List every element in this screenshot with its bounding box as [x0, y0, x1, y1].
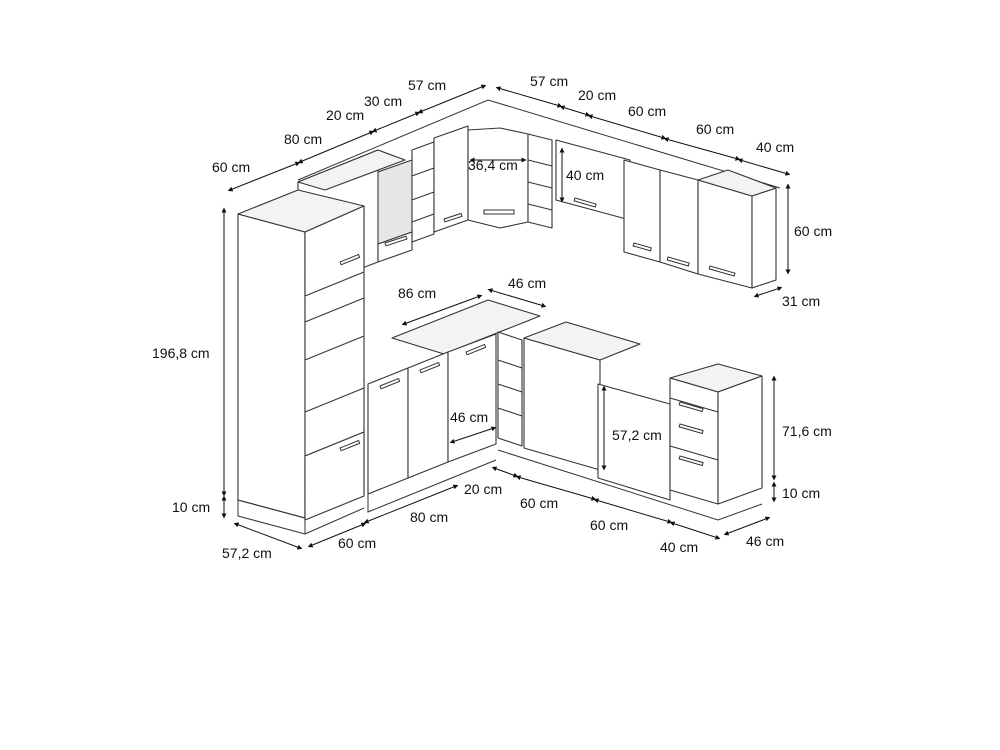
dim-label-wall-depth: 31 cm [782, 293, 820, 309]
dim-label-tall-depth: 57,2 cm [222, 545, 272, 561]
dim-label-bottom-20: 20 cm [464, 481, 502, 497]
dim-label-bottom-60: 60 cm [338, 535, 376, 551]
dim-label-base-86: 86 cm [398, 285, 436, 301]
dim-label-wall-height: 60 cm [794, 223, 832, 239]
dim-label-base-46: 46 cm [508, 275, 546, 291]
dim-label-bottom-46: 46 cm [746, 533, 784, 549]
tall-cabinet [237, 189, 365, 535]
dimension-labels: 60 cm 80 cm 20 cm 30 cm 57 cm 57 cm 20 c… [152, 73, 832, 561]
dim-label-base-inner-46: 46 cm [450, 409, 488, 425]
dim-label-dishwasher: 57,2 cm [612, 427, 662, 443]
dim-label-bottom-60c: 60 cm [590, 517, 628, 533]
dimension-lines [221, 84, 791, 550]
dim-label-top-57a: 57 cm [408, 77, 446, 93]
dim-label-bottom-40: 40 cm [660, 539, 698, 555]
dim-label-tall-height: 196,8 cm [152, 345, 210, 361]
dim-label-top-20: 20 cm [326, 107, 364, 123]
dim-label-tall-plinth: 10 cm [172, 499, 210, 515]
dim-label-bottom-80: 80 cm [410, 509, 448, 525]
dim-label-top-60: 60 cm [212, 159, 250, 175]
dim-label-top-20b: 20 cm [578, 87, 616, 103]
dim-label-corner-inner: 36,4 cm [468, 157, 518, 173]
dim-label-base-plinth: 10 cm [782, 485, 820, 501]
dim-label-bottom-60b: 60 cm [520, 495, 558, 511]
glass-door [377, 159, 413, 245]
dim-label-top-57b: 57 cm [530, 73, 568, 89]
dim-label-top-60b: 60 cm [628, 103, 666, 119]
dim-label-top-30: 30 cm [364, 93, 402, 109]
dim-label-hood-height: 40 cm [566, 167, 604, 183]
dim-label-base-height: 71,6 cm [782, 423, 832, 439]
dim-label-top-40: 40 cm [756, 139, 794, 155]
dim-label-top-80: 80 cm [284, 131, 322, 147]
dim-label-top-60c: 60 cm [696, 121, 734, 137]
base-cabinets [367, 299, 763, 521]
